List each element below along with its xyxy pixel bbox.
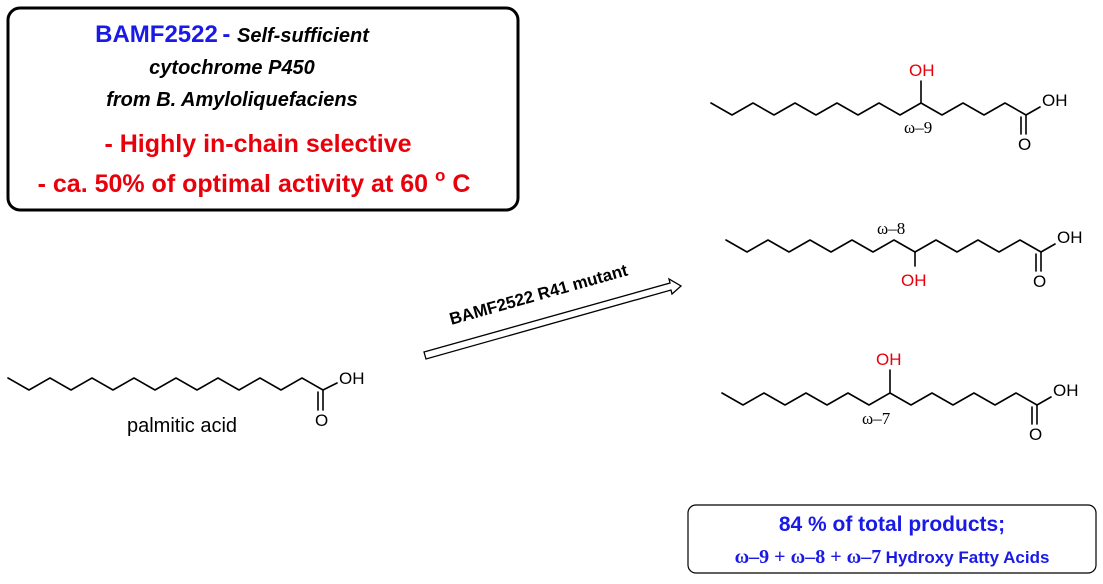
product-1-chain [710, 102, 1041, 116]
product-omega-9: OH ω–9 OH O [710, 61, 1068, 154]
product-3-acid-o: O [1029, 425, 1042, 444]
summary-box: 84 % of total products; ω–9 + ω–8 + ω–7 … [687, 504, 1097, 574]
bullet-activity: - ca. 50% of optimal activity at 60 o C [38, 159, 471, 198]
summary-hydroxy-text: Hydroxy Fatty Acids [886, 548, 1050, 567]
product-2-chain [725, 239, 1056, 253]
substrate-oh: OH [339, 369, 365, 388]
enzyme-name: BAMF2522 [95, 21, 218, 48]
degree-sign: o [435, 166, 445, 185]
bullet-in-chain: - Highly in-chain selective [104, 130, 411, 158]
product-3-acid-oh: OH [1053, 381, 1079, 400]
info-box-frame [6, 6, 520, 212]
substrate-chain [7, 377, 338, 391]
info-box: BAMF2522 - Self-sufficient cytochrome P4… [6, 6, 520, 212]
info-line-1-rest: Self-sufficient [237, 25, 370, 47]
product-2-acid-o: O [1033, 272, 1046, 291]
substrate-label: palmitic acid [127, 415, 237, 437]
substrate-o: O [315, 411, 328, 430]
info-line-2: cytochrome P450 [149, 57, 315, 79]
product-3-position: ω–7 [862, 409, 891, 428]
summary-box-frame [687, 504, 1097, 574]
reaction-arrow: BAMF2522 R41 mutant [423, 261, 683, 360]
product-2-hydroxyl: OH [901, 271, 927, 290]
arrow-label: BAMF2522 R41 mutant [447, 261, 630, 329]
enzyme-dash: - [222, 21, 237, 48]
product-1-acid-o: O [1018, 135, 1031, 154]
product-1-hydroxyl: OH [909, 61, 935, 80]
info-line-1: BAMF2522 - Self-sufficient [95, 21, 370, 48]
product-2-acid-oh: OH [1057, 228, 1083, 247]
palmitic-acid-structure: OH O palmitic acid [7, 369, 365, 437]
summary-omega-positions: ω–9 + ω–8 + ω–7 [735, 546, 882, 568]
product-3-hydroxyl: OH [876, 350, 902, 369]
summary-line-1: 84 % of total products; [779, 513, 1005, 536]
info-line-3: from B. Amyloliquefaciens [106, 89, 358, 111]
product-3-chain [721, 392, 1052, 406]
bullet-activity-text: - ca. 50% of optimal activity at 60 [38, 170, 435, 198]
summary-line-2: ω–9 + ω–8 + ω–7 Hydroxy Fatty Acids [735, 546, 1050, 568]
product-1-position: ω–9 [904, 118, 932, 137]
product-omega-8: OH ω–8 OH O [725, 219, 1083, 291]
celsius-unit: C [452, 170, 470, 198]
hollow-arrow [423, 277, 683, 360]
product-1-acid-oh: OH [1042, 91, 1068, 110]
product-2-position: ω–8 [877, 219, 905, 238]
product-omega-7: OH ω–7 OH O [721, 350, 1079, 444]
